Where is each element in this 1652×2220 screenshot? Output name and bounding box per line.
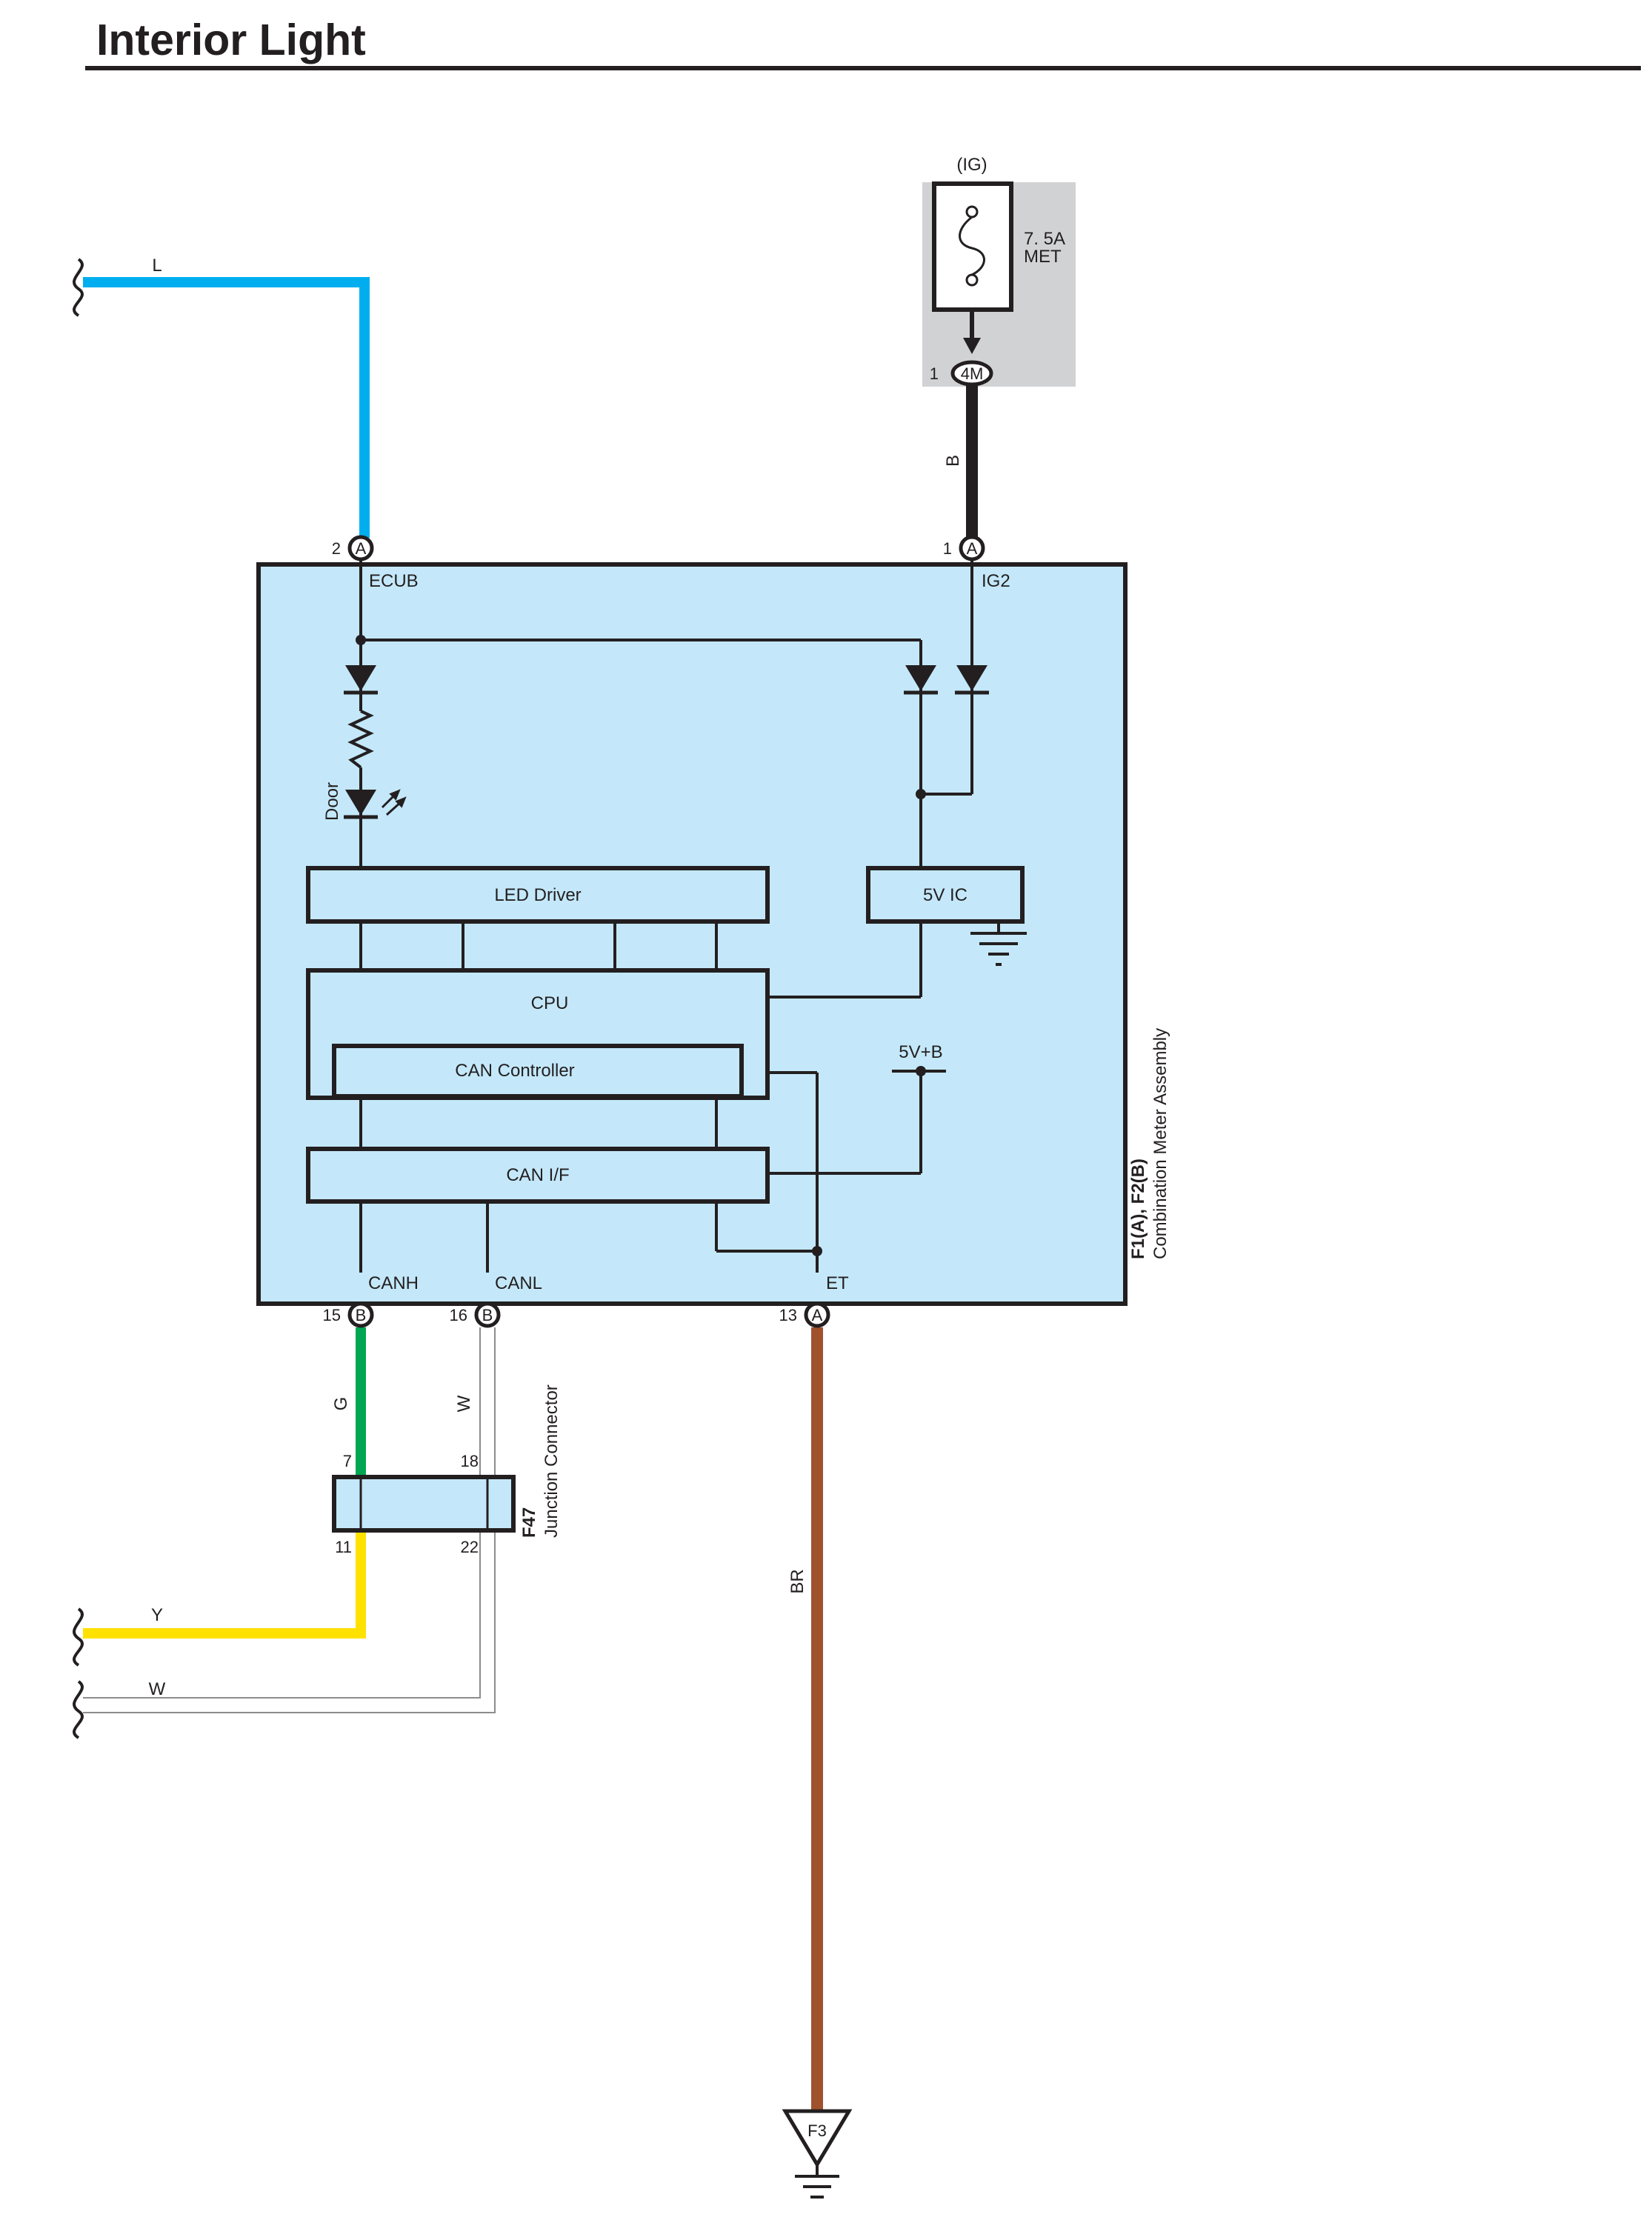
- door-led-icon: [345, 790, 376, 816]
- connector-4m-pin: 1: [930, 364, 939, 383]
- ic5v-label: 5V IC: [923, 885, 967, 905]
- junction-pin-11: 11: [335, 1538, 352, 1556]
- junction-pin-7: 7: [343, 1452, 352, 1470]
- terminal-b16-conn: B: [482, 1306, 493, 1324]
- wire-l-break: [73, 258, 84, 317]
- wire-w-left-label: W: [149, 1679, 166, 1699]
- terminal-b16-pin: 16: [450, 1306, 467, 1324]
- junction-pin-18: 18: [461, 1452, 479, 1470]
- combination-meter-name: Combination Meter Assembly: [1150, 1028, 1170, 1259]
- resistor-icon: [347, 710, 374, 769]
- fuse-connector-arrow: [963, 338, 981, 354]
- terminal-a1-conn: A: [967, 539, 978, 558]
- terminal-ig2-name: IG2: [982, 571, 1010, 591]
- diode-ecub-icon: [345, 665, 376, 691]
- terminal-b15: [347, 1301, 374, 1328]
- can-controller-label: CAN Controller: [455, 1061, 574, 1081]
- terminal-et-name: ET: [826, 1273, 849, 1293]
- wire-l: [83, 277, 370, 538]
- diode-ig2-icon: [956, 665, 987, 691]
- wire-w-top-label: W: [454, 1395, 474, 1412]
- junction-connector-f47: [332, 1475, 516, 1533]
- terminal-a13-pin: 13: [779, 1306, 797, 1324]
- fuse-terminal-bottom: [965, 273, 979, 287]
- terminal-a13: [804, 1301, 830, 1328]
- junction-dot-5v: [916, 789, 926, 799]
- junction-dot-5vb: [916, 1066, 926, 1076]
- terminal-a13-conn: A: [812, 1306, 823, 1324]
- fuse-symbol: [932, 181, 1013, 312]
- led-driver-label: LED Driver: [494, 885, 581, 905]
- terminal-b15-conn: B: [356, 1306, 367, 1324]
- terminal-canh-name: CANH: [368, 1273, 419, 1293]
- door-led-light-icon: [381, 789, 407, 816]
- terminal-ecub-name: ECUB: [369, 571, 419, 591]
- fuse-terminal-top: [965, 205, 979, 219]
- wire-g-label: G: [331, 1397, 351, 1411]
- junction-connector-name: Junction Connector: [542, 1384, 562, 1538]
- diode-backup-icon: [905, 665, 936, 691]
- terminal-a1-pin: 1: [943, 539, 952, 558]
- terminal-a2-pin: 2: [332, 539, 341, 558]
- ground-f3-symbol: [795, 2164, 839, 2199]
- connector-4m-label: 4M: [961, 364, 984, 383]
- fuse-rating: 7. 5A: [1024, 229, 1065, 249]
- led-driver-block: [306, 866, 770, 924]
- fuse-element: [959, 216, 985, 276]
- wire-w-left: [83, 1530, 496, 1713]
- terminal-a2-conn: A: [356, 539, 367, 558]
- ground-f3-label: F3: [807, 2121, 827, 2140]
- wire-y-break: [73, 1607, 84, 1667]
- wire-y: [83, 1530, 366, 1639]
- page-title: Interior Light: [96, 16, 366, 64]
- wire-l-label: L: [152, 256, 161, 276]
- wire-w-break: [73, 1680, 84, 1739]
- wire-y-label: Y: [151, 1605, 163, 1625]
- wire-br-label: BR: [787, 1569, 807, 1593]
- terminal-b16: [474, 1301, 501, 1328]
- terminal-b15-pin: 15: [323, 1306, 341, 1324]
- combination-meter-id: F1(A), F2(B): [1128, 1159, 1148, 1259]
- fuse-supply-label: (IG): [956, 155, 987, 175]
- junction-dot-ecub: [356, 635, 366, 645]
- ic5v-block: [866, 866, 1025, 924]
- can-controller-block: [332, 1044, 744, 1099]
- junction-connector-id: F47: [519, 1507, 539, 1538]
- ground-f3-icon: [782, 2109, 853, 2168]
- junction-dot-et: [812, 1246, 822, 1256]
- fuse-name: MET: [1024, 247, 1062, 267]
- can-if-block: [306, 1147, 770, 1204]
- supply-5vb-label: 5V+B: [899, 1042, 942, 1062]
- terminal-canl-name: CANL: [495, 1273, 542, 1293]
- junction-pin-22: 22: [461, 1538, 479, 1556]
- cpu-label: CPU: [531, 993, 569, 1013]
- wire-b-label: B: [943, 455, 963, 467]
- door-led-label: Door: [322, 782, 342, 821]
- ic5v-ground-icon: [970, 932, 1027, 966]
- can-if-label: CAN I/F: [506, 1165, 569, 1185]
